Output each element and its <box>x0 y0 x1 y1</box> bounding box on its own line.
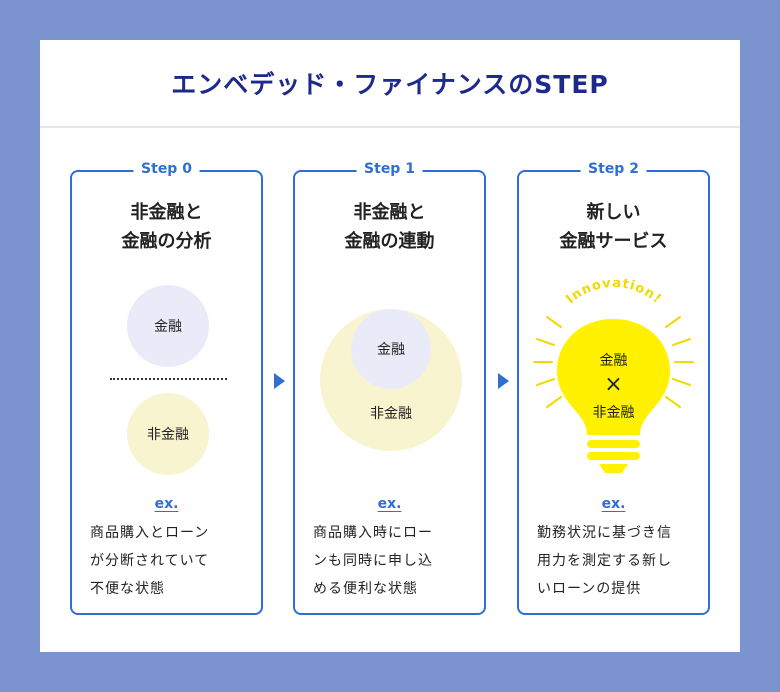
step-2-tag: Step 2 <box>580 161 647 177</box>
bulb-glass <box>557 319 670 435</box>
step-0-desc-line-2: が分断されていて <box>90 553 210 569</box>
step-1-desc-line-2: ンも同時に申し込 <box>313 553 433 569</box>
step-1-tag: Step 1 <box>356 161 423 177</box>
bulb-base-ring-1 <box>587 440 640 448</box>
step-1-desc-line-1: 商品購入時にロー <box>313 525 433 541</box>
infographic-panel: エンベデッド・ファイナンスのSTEP Step 0 非金融と 金融の分析 金融 … <box>40 40 740 652</box>
lightbulb-icon: Innovation! 金融 × 非金融 <box>533 276 694 473</box>
bulb-tip <box>599 464 628 473</box>
bulb-base-ring-2 <box>587 452 640 460</box>
light-rays <box>533 316 694 408</box>
step-1-desc-line-3: める便利な状態 <box>313 581 418 597</box>
step-2-desc-line-2: 用力を測定する新し <box>537 553 672 569</box>
step-2-desc-line-1: 勤務状況に基づき信 <box>537 525 672 541</box>
finance-inner-circle: 金融 <box>351 309 431 389</box>
step-0-example-label: ex. <box>154 496 179 512</box>
step-0-description: 商品購入とローン が分断されていて 不便な状態 <box>90 519 250 603</box>
step-0-title-line-1: 非金融と <box>130 202 203 223</box>
step-0-title: 非金融と 金融の分析 <box>72 198 261 256</box>
step-0-title-line-2: 金融の分析 <box>121 231 212 252</box>
separator-dotted-line <box>110 378 227 380</box>
step-0-card: Step 0 非金融と 金融の分析 金融 非金融 ex. 商品購入とローン が分… <box>70 161 263 615</box>
step-2-example-label: ex. <box>601 496 626 512</box>
finance-circle-label: 金融 <box>154 319 182 335</box>
header: エンベデッド・ファイナンスのSTEP <box>40 40 740 128</box>
step-0-desc-line-1: 商品購入とローン <box>90 525 210 541</box>
step-1-title: 非金融と 金融の連動 <box>295 198 484 256</box>
step-1-title-line-1: 非金融と <box>353 202 426 223</box>
non-finance-circle: 非金融 <box>127 393 209 475</box>
step-2-card: Step 2 新しい 金融サービス Innovation! <box>517 161 710 615</box>
finance-inner-label: 金融 <box>377 342 405 358</box>
bulb-cross-symbol: × <box>604 372 622 397</box>
non-finance-large-label: 非金融 <box>370 406 412 422</box>
step-2-title: 新しい 金融サービス <box>519 198 708 256</box>
step-1-description: 商品購入時にロー ンも同時に申し込 める便利な状態 <box>313 519 473 603</box>
step-1-card: Step 1 非金融と 金融の連動 非金融 金融 ex. 商品購入時にロー ンも… <box>293 161 486 615</box>
arrow-right-icon-2 <box>498 373 509 389</box>
step-1-example-label: ex. <box>377 496 402 512</box>
bulb-non-finance-label: 非金融 <box>593 405 635 421</box>
step-2-description: 勤務状況に基づき信 用力を測定する新し いローンの提供 <box>537 519 697 603</box>
bulb-finance-label: 金融 <box>600 353 628 369</box>
finance-circle: 金融 <box>127 285 209 367</box>
step-0-desc-line-3: 不便な状態 <box>90 581 165 597</box>
step-2-desc-line-3: いローンの提供 <box>537 581 642 597</box>
step-2-title-line-1: 新しい <box>586 202 641 223</box>
step-1-title-line-2: 金融の連動 <box>344 231 435 252</box>
arrow-right-icon-1 <box>274 373 285 389</box>
non-finance-circle-label: 非金融 <box>147 427 189 443</box>
step-0-tag: Step 0 <box>133 161 200 177</box>
innovation-arc-text: Innovation! <box>563 276 664 307</box>
step-2-title-line-2: 金融サービス <box>559 231 668 252</box>
page-title: エンベデッド・ファイナンスのSTEP <box>171 70 609 99</box>
